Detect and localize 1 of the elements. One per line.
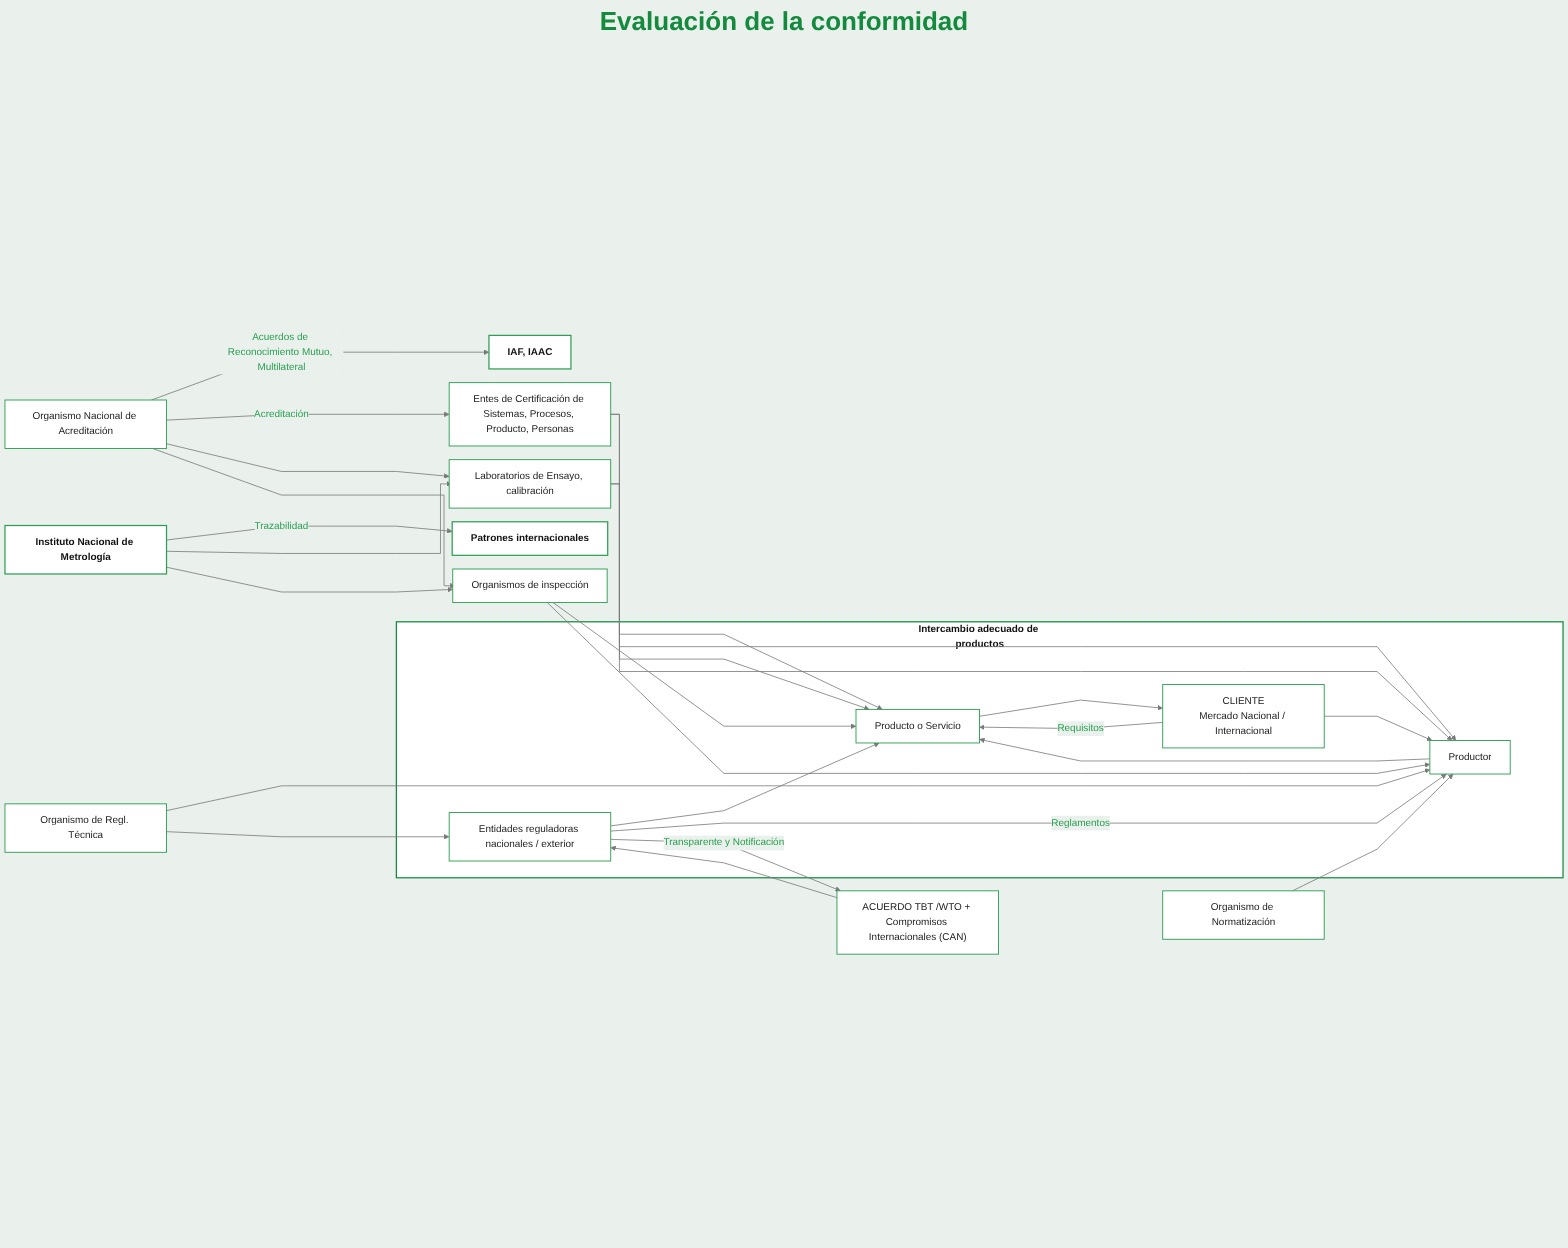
note-text: Evaluación de la conformidad <box>599 6 969 36</box>
